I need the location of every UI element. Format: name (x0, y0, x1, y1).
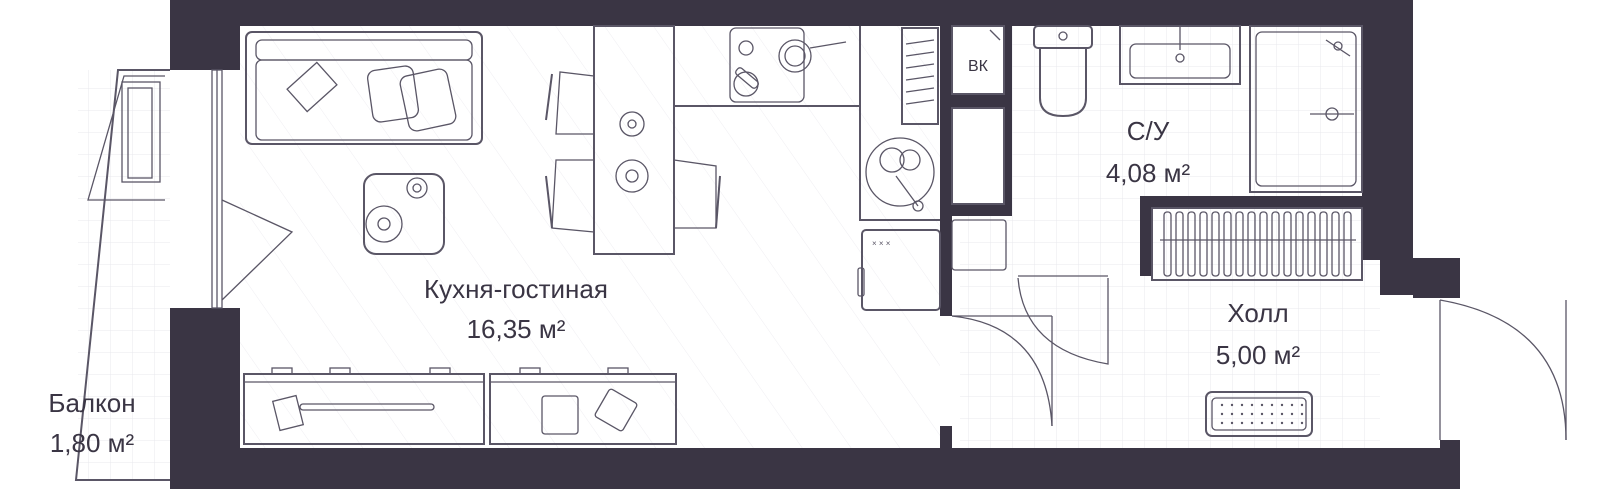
mat-dot (1220, 412, 1224, 416)
kitchen-floor (240, 26, 940, 448)
mat-dot (1250, 403, 1254, 407)
hanger (1259, 211, 1268, 277)
mat-dot (1270, 412, 1274, 416)
entrance-door (1439, 299, 1567, 441)
bathroom-door (1017, 275, 1109, 365)
hanger (1247, 211, 1256, 277)
washbasin (1119, 25, 1241, 85)
svg-text:× × ×: × × × (872, 239, 891, 248)
hanger (1187, 211, 1196, 277)
hanger (1175, 211, 1184, 277)
mat-dot (1230, 412, 1234, 416)
hanger (1331, 211, 1340, 277)
ventilation-shaft: ВК (951, 25, 1005, 95)
mat-dot (1250, 421, 1254, 425)
mat-dot (1280, 403, 1284, 407)
bathroom-name: С/У (1127, 116, 1170, 146)
mat-dot (1290, 412, 1294, 416)
door-mat (1205, 391, 1313, 437)
balcony-floor (78, 70, 170, 480)
dining-table (545, 25, 721, 255)
mat-dot (1260, 412, 1264, 416)
wardrobe (243, 367, 677, 445)
mat-dot (1300, 403, 1304, 407)
hall-door (951, 315, 1053, 427)
balcony-name: Балкон (48, 388, 135, 418)
hall-name: Холл (1227, 298, 1288, 328)
mat-dot (1230, 403, 1234, 407)
hanger (1223, 211, 1232, 277)
mat-dot (1280, 412, 1284, 416)
hanger (1319, 211, 1328, 277)
kitchen-name: Кухня-гостиная (424, 274, 608, 304)
hall-area: 5,00 м² (1216, 340, 1301, 370)
coffee-table (363, 173, 445, 255)
mat-dot (1240, 403, 1244, 407)
mat-dot (1230, 421, 1234, 425)
hanger (1295, 211, 1304, 277)
walls (170, 0, 1460, 489)
mat-dot (1240, 412, 1244, 416)
toilet (1033, 25, 1093, 118)
kitchen-counter: × × × (674, 26, 1007, 311)
mat-dot (1220, 403, 1224, 407)
mat-dot (1270, 403, 1274, 407)
sofa (245, 31, 483, 145)
balcony (74, 69, 170, 481)
mat-dot (1250, 412, 1254, 416)
hanger (1271, 211, 1280, 277)
hangers (1163, 211, 1352, 277)
balcony-door (211, 69, 294, 309)
kitchen-area: 16,35 м² (467, 314, 566, 344)
ventilation-label: ВК (968, 58, 989, 75)
balcony-area: 1,80 м² (50, 428, 135, 458)
hanger (1343, 211, 1352, 277)
shower (1249, 25, 1363, 193)
mat-dot (1260, 403, 1264, 407)
hanger (1211, 211, 1220, 277)
hanger (1307, 211, 1316, 277)
mat-dot (1290, 403, 1294, 407)
mat-dot (1220, 421, 1224, 425)
mat-dot (1290, 421, 1294, 425)
mat-dot (1240, 421, 1244, 425)
hanger (1283, 211, 1292, 277)
hall-wardrobe (1151, 207, 1363, 281)
hanger (1163, 211, 1172, 277)
hanger (1199, 211, 1208, 277)
bathroom-area: 4,08 м² (1106, 158, 1191, 188)
mat-dot (1270, 421, 1274, 425)
mat-dot (1280, 421, 1284, 425)
mat-dot (1300, 421, 1304, 425)
mat-dot (1260, 421, 1264, 425)
mat-dot (1300, 412, 1304, 416)
hall-floor (960, 206, 1380, 448)
hanger (1235, 211, 1244, 277)
